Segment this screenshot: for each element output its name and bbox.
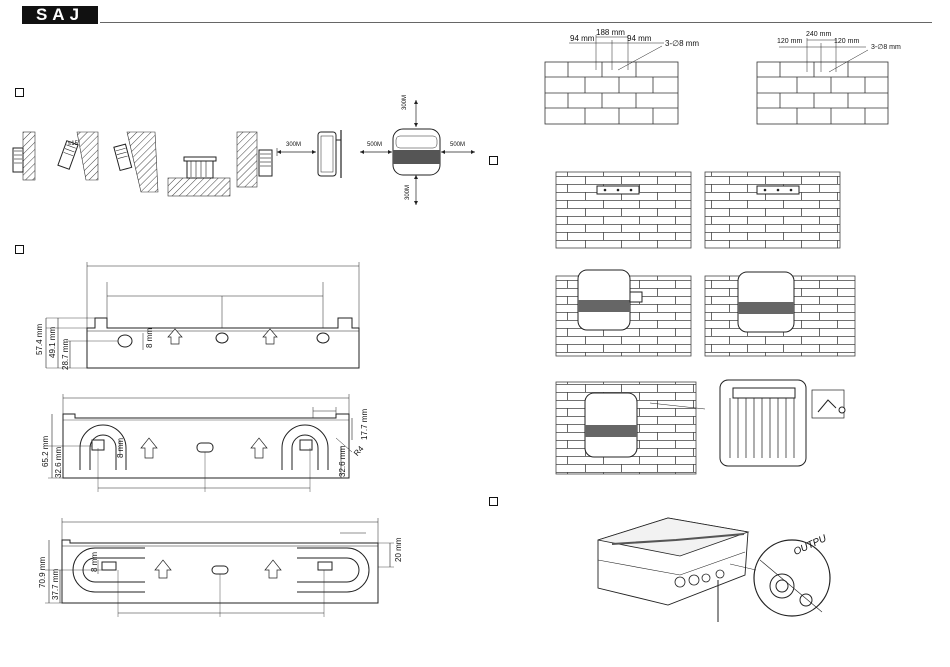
output-wiring-figure (0, 0, 950, 667)
